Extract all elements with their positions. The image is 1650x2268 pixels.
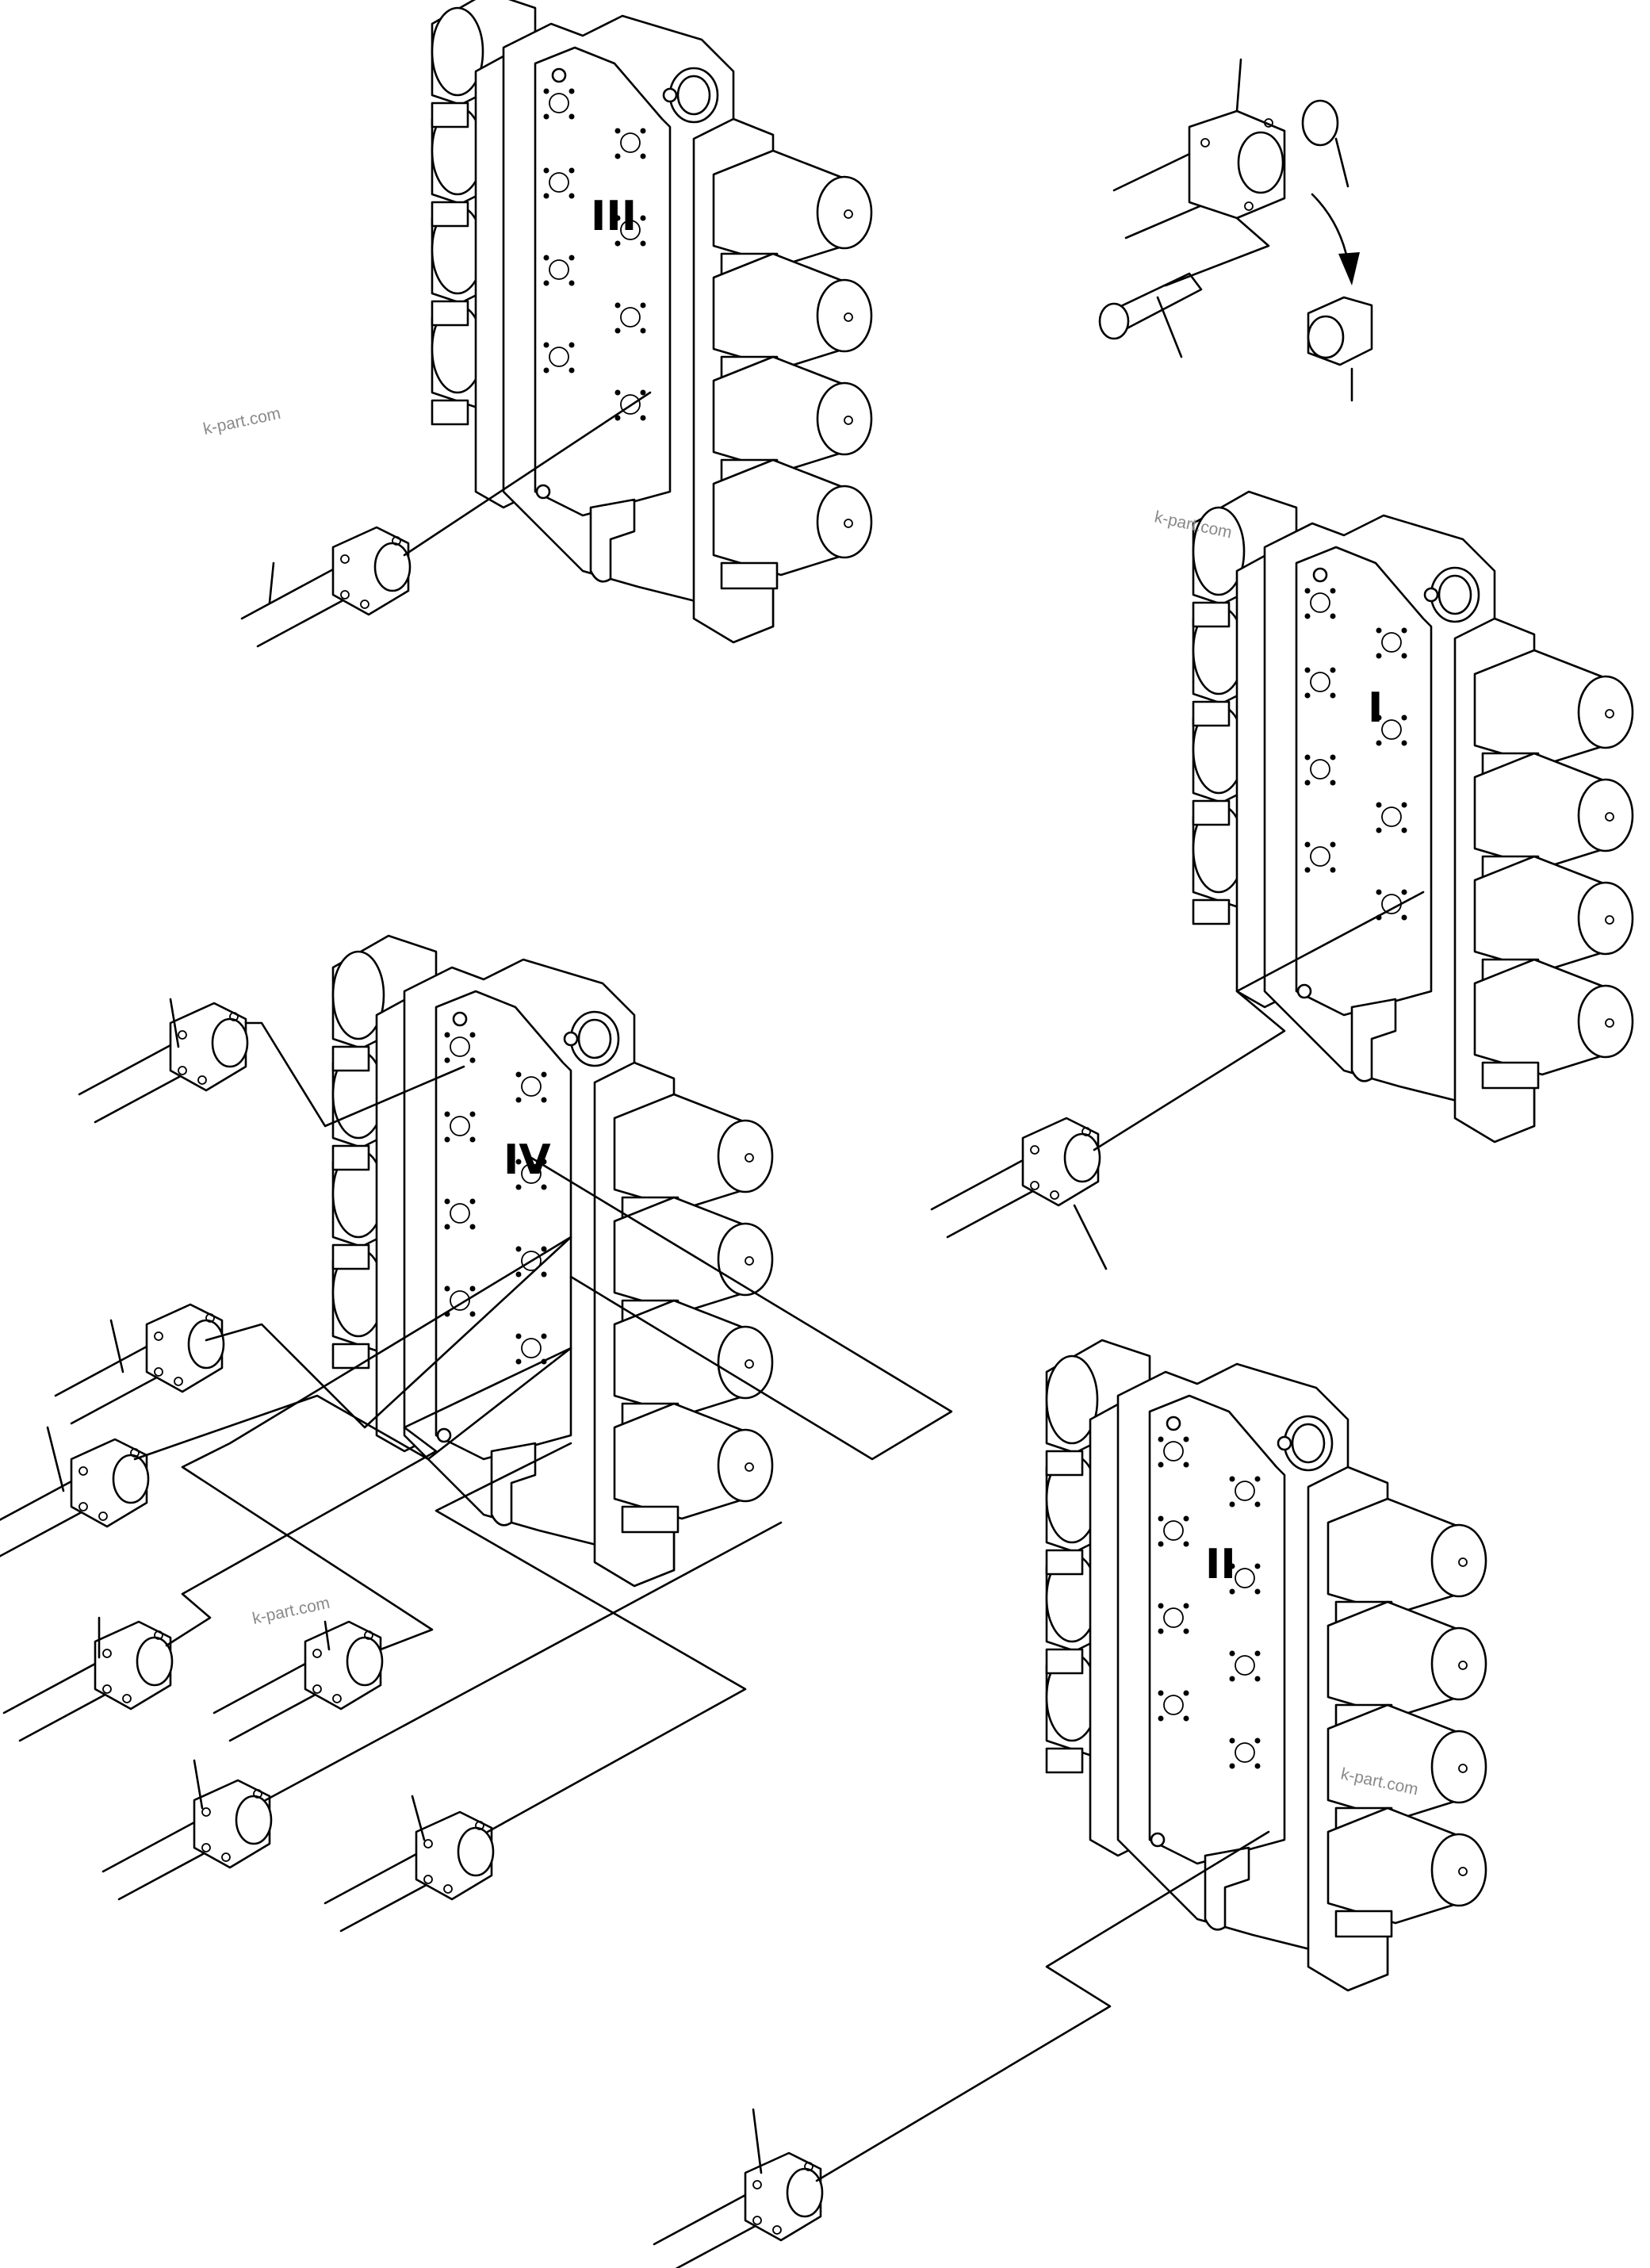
- watermark: k-part.com: [201, 404, 282, 439]
- fitting-i: [930, 1117, 1101, 1239]
- valve-label-ii: II: [1205, 1541, 1236, 1588]
- valve-label-iii: III: [591, 193, 637, 240]
- leader-i: [1093, 891, 1425, 1151]
- assembly-arrow: [1311, 193, 1349, 263]
- leader-iii: [403, 391, 652, 557]
- valve-label-i: I: [1368, 684, 1383, 732]
- watermark: k-part.com: [251, 1594, 331, 1628]
- o-ring: [1301, 99, 1339, 147]
- valve-label-iv: IV: [503, 1136, 551, 1184]
- valve-block-i: [1192, 490, 1634, 1144]
- fitting-ii: [653, 2151, 824, 2268]
- valve-block-iii: [431, 0, 873, 644]
- fitting-iv-4: [2, 1620, 174, 1742]
- fitting-iv-3: [0, 1438, 150, 1560]
- valve-block-iv: [331, 934, 774, 1588]
- fitting-iv-5: [212, 1620, 384, 1742]
- valve-block-ii: [1045, 1339, 1487, 1992]
- fitting-iv-1: [78, 1002, 249, 1124]
- leader-ii: [815, 1830, 1270, 2182]
- fitting-iv-2: [54, 1303, 225, 1425]
- fitting-detail: [1098, 58, 1373, 402]
- fitting-iii: [240, 526, 412, 648]
- fitting-iv-7: [323, 1810, 495, 1933]
- fitting-iv-6: [101, 1779, 273, 1901]
